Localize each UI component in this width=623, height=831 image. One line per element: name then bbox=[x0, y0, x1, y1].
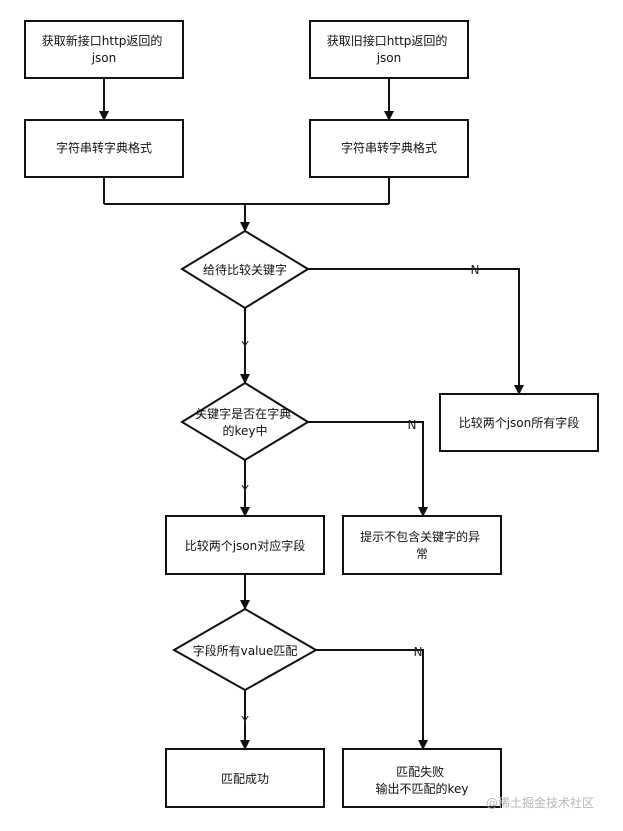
node-compare-all-label: 比较两个json所有字段 bbox=[459, 415, 580, 430]
decision-key-in-dict: 关键字是否在字典 的key中 bbox=[180, 381, 310, 462]
node-new-api-json-label: 获取新接口http返回的 json bbox=[42, 33, 166, 65]
node-missing-key-error: 提示不包含关键字的异 常 bbox=[342, 515, 502, 575]
node-failure-label: 匹配失败 输出不匹配的key bbox=[375, 764, 468, 796]
label-key-in-dict-no: N bbox=[408, 418, 417, 432]
edges bbox=[99, 78, 524, 750]
node-compare-fields: 比较两个json对应字段 bbox=[165, 515, 325, 575]
node-missing-key-error-label: 提示不包含关键字的异 常 bbox=[360, 529, 484, 561]
node-convert-new: 字符串转字典格式 bbox=[24, 119, 184, 178]
node-old-api-json-label: 获取旧接口http返回的 json bbox=[327, 33, 451, 65]
edge-has-key-no bbox=[308, 268, 524, 395]
label-key-in-dict-yes: Y bbox=[240, 483, 249, 497]
decision-has-key: 给待比较关键字 bbox=[180, 229, 310, 310]
label-has-key-no: N bbox=[471, 263, 480, 277]
edge-key-in-dict-no bbox=[308, 421, 428, 517]
node-success: 匹配成功 bbox=[165, 748, 325, 808]
node-convert-new-label: 字符串转字典格式 bbox=[56, 140, 152, 155]
decision-all-values-match-label: 字段所有value匹配 bbox=[193, 643, 298, 658]
edge-match-no bbox=[316, 649, 428, 750]
node-new-api-json: 获取新接口http返回的 json bbox=[24, 20, 184, 79]
decision-key-in-dict-label: 关键字是否在字典 的key中 bbox=[195, 406, 295, 438]
node-convert-old-label: 字符串转字典格式 bbox=[341, 140, 437, 155]
decision-all-values-match: 字段所有value匹配 bbox=[171, 607, 319, 692]
label-match-no: N bbox=[414, 645, 423, 659]
label-has-key-yes: Y bbox=[240, 339, 249, 353]
decision-has-key-label: 给待比较关键字 bbox=[203, 262, 287, 277]
node-compare-fields-label: 比较两个json对应字段 bbox=[185, 538, 306, 553]
node-success-label: 匹配成功 bbox=[221, 772, 269, 786]
watermark: @稀土掘金技术社区 bbox=[486, 796, 595, 810]
node-compare-all: 比较两个json所有字段 bbox=[439, 393, 599, 452]
node-convert-old: 字符串转字典格式 bbox=[309, 119, 469, 178]
label-match-yes: Y bbox=[240, 714, 249, 728]
node-failure: 匹配失败 输出不匹配的key bbox=[342, 748, 502, 808]
node-old-api-json: 获取旧接口http返回的 json bbox=[309, 20, 469, 79]
